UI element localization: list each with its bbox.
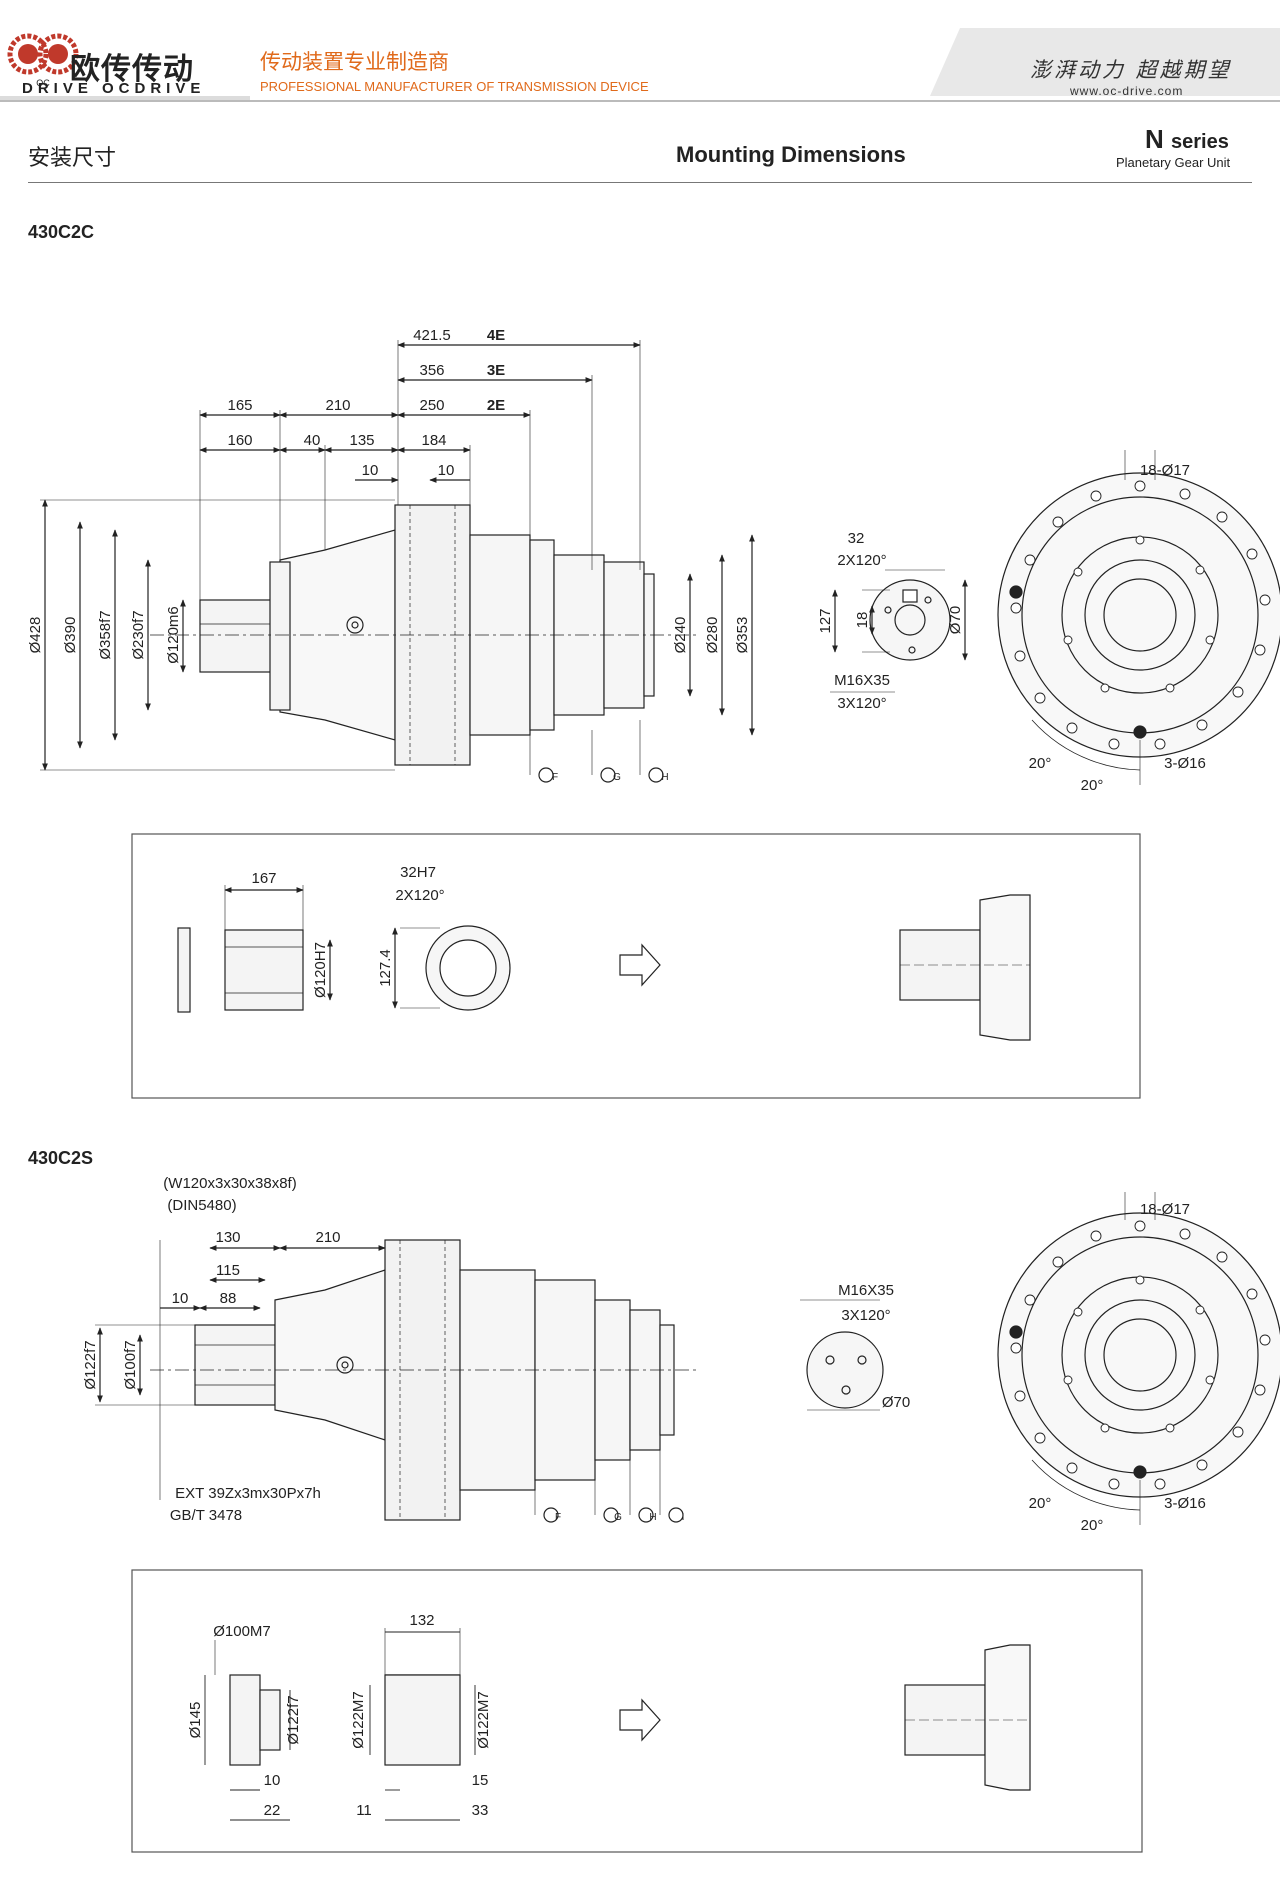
svg-text:32H7: 32H7 [400, 864, 436, 881]
svg-text:421.5: 421.5 [413, 327, 451, 344]
drawing-430c2c: 421.5 4E 356 3E 250 2E 165 210 160 40 13… [27, 327, 1280, 1099]
svg-text:EXT 39Zx3mx30Px7h: EXT 39Zx3mx30Px7h [175, 1485, 321, 1502]
svg-text:130: 130 [215, 1229, 240, 1246]
svg-text:20°: 20° [1029, 1495, 1052, 1512]
svg-text:18-Ø17: 18-Ø17 [1140, 1201, 1190, 1218]
svg-text:2X120°: 2X120° [837, 552, 886, 569]
svg-text:I: I [682, 1512, 685, 1523]
svg-text:3-Ø16: 3-Ø16 [1164, 755, 1206, 772]
svg-text:2X120°: 2X120° [395, 887, 444, 904]
svg-text:88: 88 [220, 1290, 237, 1307]
model-label-430c2c: 430C2C [28, 222, 95, 242]
svg-text:165: 165 [227, 397, 252, 414]
header-background [0, 28, 1280, 102]
svg-text:G: G [614, 1512, 622, 1523]
svg-text:4E: 4E [487, 327, 505, 344]
svg-text:15: 15 [472, 1772, 489, 1789]
svg-text:Ø280: Ø280 [704, 617, 721, 654]
svg-text:10: 10 [438, 462, 455, 479]
svg-text:Ø240: Ø240 [672, 617, 689, 654]
svg-text:33: 33 [472, 1802, 489, 1819]
svg-text:F: F [555, 1512, 561, 1523]
svg-text:127.4: 127.4 [377, 949, 394, 987]
svg-text:Ø390: Ø390 [62, 617, 79, 654]
brand-name-cn: 欧传传动 [70, 52, 194, 87]
svg-text:10: 10 [264, 1772, 281, 1789]
svg-text:Ø122f7: Ø122f7 [82, 1340, 99, 1389]
svg-text:OC: OC [36, 78, 50, 88]
svg-text:G: G [613, 772, 621, 783]
svg-text:Ø358f7: Ø358f7 [97, 610, 114, 659]
bolt-holes-430c2c [1010, 480, 1271, 750]
svg-text:F: F [552, 772, 558, 783]
svg-text:Ø428: Ø428 [27, 617, 44, 654]
svg-text:3X120°: 3X120° [837, 695, 886, 712]
svg-text:20°: 20° [1029, 755, 1052, 772]
svg-text:11: 11 [356, 1802, 372, 1819]
svg-text:Ø70: Ø70 [882, 1394, 910, 1411]
sleeve-detail-box-430c2s [131, 1569, 1143, 1853]
series-label: N series [1145, 124, 1229, 155]
svg-text:Ø145: Ø145 [187, 1702, 204, 1739]
page-title-en: Mounting Dimensions [676, 142, 906, 167]
svg-text:Ø100M7: Ø100M7 [213, 1623, 271, 1640]
svg-text:40: 40 [304, 432, 321, 449]
series-letter: N [1145, 124, 1164, 154]
svg-text:22: 22 [264, 1802, 281, 1819]
svg-text:115: 115 [216, 1262, 240, 1279]
svg-text:127: 127 [817, 608, 834, 633]
svg-text:(W120x3x30x38x8f): (W120x3x30x38x8f) [163, 1175, 296, 1192]
svg-text:167: 167 [251, 870, 276, 887]
svg-text:132: 132 [409, 1612, 434, 1629]
svg-text:210: 210 [325, 397, 350, 414]
model-label-430c2s: 430C2S [28, 1148, 94, 1168]
page-header: OC 欧传传动 DRIVE OCDRIVE 传动装置专业制造商 PROFESSI… [0, 0, 1280, 110]
svg-text:3-Ø16: 3-Ø16 [1164, 1495, 1206, 1512]
svg-text:Ø120m6: Ø120m6 [165, 606, 182, 664]
svg-text:Ø100f7: Ø100f7 [122, 1340, 139, 1389]
svg-text:32: 32 [848, 530, 865, 547]
tagline-en: PROFESSIONAL MANUFACTURER OF TRANSMISSIO… [260, 79, 649, 94]
svg-text:Ø122f7: Ø122f7 [285, 1695, 302, 1744]
title-divider [28, 182, 1252, 183]
svg-text:2E: 2E [487, 397, 505, 414]
bolt-holes-430c2s [1010, 1220, 1271, 1490]
svg-text:Ø230f7: Ø230f7 [130, 610, 147, 659]
svg-text:20°: 20° [1081, 1517, 1104, 1534]
svg-text:M16X35: M16X35 [838, 1282, 894, 1299]
svg-text:3E: 3E [487, 362, 505, 379]
svg-text:250: 250 [419, 397, 444, 414]
svg-text:3X120°: 3X120° [841, 1307, 890, 1324]
series-word: series [1171, 131, 1229, 153]
svg-text:Ø120H7: Ø120H7 [312, 942, 329, 998]
svg-text:Ø122M7: Ø122M7 [475, 1691, 492, 1749]
svg-text:18: 18 [854, 612, 871, 629]
website-url: www.oc-drive.com [1070, 84, 1184, 98]
svg-text:135: 135 [349, 432, 374, 449]
svg-text:Ø70: Ø70 [947, 606, 964, 634]
svg-text:20°: 20° [1081, 777, 1104, 794]
svg-text:H: H [649, 1512, 656, 1523]
svg-text:210: 210 [315, 1229, 340, 1246]
brand-name-en: DRIVE OCDRIVE [22, 80, 206, 97]
sleeve-detail-box-430c2c [131, 833, 1141, 1099]
series-subtitle: Planetary Gear Unit [1116, 155, 1231, 170]
company-logo: OC [7, 33, 79, 88]
svg-text:160: 160 [227, 432, 252, 449]
svg-text:184: 184 [421, 432, 446, 449]
svg-text:356: 356 [419, 362, 444, 379]
svg-text:18-Ø17: 18-Ø17 [1140, 462, 1190, 479]
page-title-cn: 安装尺寸 [28, 146, 117, 171]
drawing-430c2s: (W120x3x30x38x8f) (DIN5480) 130 210 115 … [82, 1175, 1280, 1853]
slogan-cn: 澎湃动力 超越期望 [1030, 58, 1232, 82]
svg-text:(DIN5480): (DIN5480) [167, 1197, 236, 1214]
svg-text:M16X35: M16X35 [834, 672, 890, 689]
svg-text:Ø353: Ø353 [734, 617, 751, 654]
svg-text:10: 10 [362, 462, 379, 479]
svg-text:10: 10 [172, 1290, 189, 1307]
svg-text:Ø122M7: Ø122M7 [350, 1691, 367, 1749]
svg-text:GB/T 3478: GB/T 3478 [170, 1507, 242, 1524]
tagline-cn: 传动装置专业制造商 [260, 50, 449, 74]
svg-text:H: H [661, 772, 668, 783]
